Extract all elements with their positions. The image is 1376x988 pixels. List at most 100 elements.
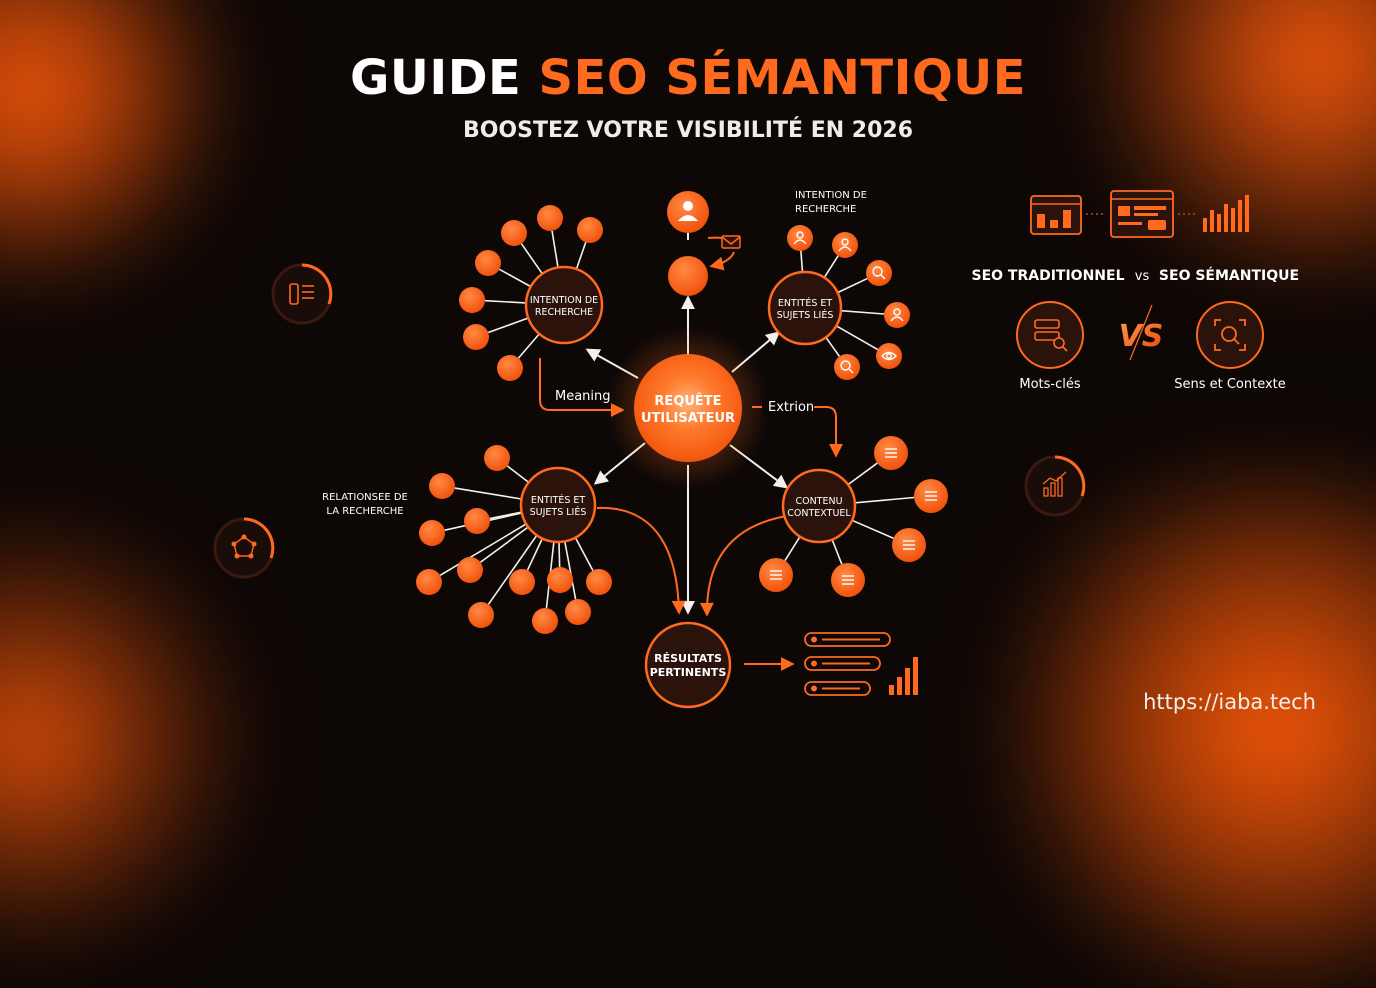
hub-entities-top-line2: SUJETS LIÉS xyxy=(777,309,834,321)
browser-window-icon xyxy=(1110,190,1174,238)
hub-entities-top: ENTITÉS ET SUJETS LIÉS xyxy=(767,270,843,346)
result-row xyxy=(804,681,871,696)
center-node: REQUÊTE UTILISATEUR xyxy=(606,326,770,490)
hub-entities-bottom-line1: ENTITÉS ET xyxy=(531,494,586,506)
spoke-entities-bottom xyxy=(489,511,522,520)
spoke-intent xyxy=(484,299,527,304)
spoke-content xyxy=(851,519,894,539)
satellite-entities-bottom xyxy=(532,608,558,634)
spoke-entities-top xyxy=(840,309,885,315)
document-icon xyxy=(885,448,897,458)
caption-keywords: Mots-clés xyxy=(1019,377,1080,392)
chart-card-icon xyxy=(1030,195,1082,235)
eye-icon xyxy=(881,351,897,361)
satellite-intent xyxy=(577,217,603,243)
user-query-dot xyxy=(668,256,708,296)
spoke-intent xyxy=(575,242,587,270)
keywords-search-icon xyxy=(1016,301,1084,369)
analytics-ring-icon xyxy=(1024,455,1086,517)
spoke-entities-bottom xyxy=(506,465,530,484)
extrion-connector xyxy=(752,406,843,458)
hub-intent-line2: RECHERCHE xyxy=(535,307,593,318)
satellite-entities-bottom xyxy=(429,473,455,499)
document-icon xyxy=(903,540,915,550)
hub-results: RÉSULTATS PERTINENTS xyxy=(644,621,732,709)
intent-top-label-line2: RECHERCHE xyxy=(795,204,856,215)
spoke-entities-top xyxy=(837,277,868,294)
center-line1: REQUÊTE xyxy=(654,393,721,409)
network-ring-icon xyxy=(213,517,275,579)
person-icon xyxy=(890,308,904,322)
entities-to-results-connector xyxy=(596,506,686,615)
search-icon xyxy=(840,360,854,374)
satellite-nodes xyxy=(416,205,948,634)
intent-top-label-line1: INTENTION DE xyxy=(795,190,867,201)
heading-traditional: SEO TRADITIONNEL xyxy=(972,268,1125,284)
hub-intent-line1: INTENTION DE xyxy=(530,295,598,306)
title-accent: SEO SÉMANTIQUE xyxy=(538,50,1027,106)
spoke-entities-top xyxy=(823,255,839,279)
spoke-entities-bottom xyxy=(454,487,522,500)
satellite-entities-bottom xyxy=(416,569,442,595)
center-line2: UTILISATEUR xyxy=(641,411,735,426)
vs-badge: VS xyxy=(1119,319,1164,354)
hub-content-line2: CONTEXTUEL xyxy=(787,508,851,519)
document-icon xyxy=(770,570,782,580)
spoke-intent xyxy=(551,230,559,268)
satellite-entities-bottom xyxy=(464,508,490,534)
spoke-intent xyxy=(498,268,532,288)
spoke-entities-bottom xyxy=(574,537,594,571)
hub-entities-bottom: ENTITÉS ET SUJETS LIÉS xyxy=(519,466,597,544)
satellite-intent xyxy=(537,205,563,231)
satellite-entities-top xyxy=(866,260,892,286)
satellite-intent xyxy=(497,355,523,381)
hub-entities-bottom-line2: SUJETS LIÉS xyxy=(530,506,587,518)
spoke-entities-bottom xyxy=(439,523,527,577)
satellite-entities-bottom xyxy=(586,569,612,595)
extrion-label: Extrion xyxy=(768,400,814,415)
spoke-entities-top xyxy=(835,325,879,351)
satellite-intent xyxy=(501,220,527,246)
spoke-entities-bottom xyxy=(487,534,538,605)
site-url: https://iaba.tech xyxy=(1143,690,1316,714)
satellite-entities-bottom xyxy=(565,599,591,625)
heading-semantic: SEO SÉMANTIQUE xyxy=(1159,267,1299,284)
results-list xyxy=(804,632,891,696)
heading-vs: vs xyxy=(1135,269,1150,284)
spoke-entities-bottom xyxy=(564,541,577,600)
semantic-seo-diagram: INTENTION DE RECHERCHE ENTITÉS ET SUJETS… xyxy=(213,190,1299,709)
spoke-content xyxy=(854,496,915,504)
satellite-entities-top xyxy=(834,354,860,380)
mail-curve-bottom xyxy=(709,251,735,271)
hub-intent: INTENTION DE RECHERCHE xyxy=(524,265,604,345)
spoke-intent xyxy=(487,317,529,334)
hub-content: CONTENU CONTEXTUEL xyxy=(781,468,857,544)
satellite-entities-bottom xyxy=(484,445,510,471)
page-subtitle: BOOSTEZ VOTRE VISIBILITÉ EN 2026 xyxy=(462,118,914,143)
comparison-illustrations: SEO TRADITIONNEL vs SEO SÉMANTIQUE VS Mo… xyxy=(972,190,1299,392)
satellite-intent xyxy=(463,324,489,350)
result-row xyxy=(804,656,881,671)
document-icon xyxy=(842,575,854,585)
spoke-content xyxy=(831,539,843,565)
satellite-entities-bottom xyxy=(457,557,483,583)
satellite-entities-bottom xyxy=(468,602,494,628)
context-scan-icon xyxy=(1196,301,1264,369)
spoke-intent xyxy=(517,333,540,359)
bar-chart-icon xyxy=(889,657,918,695)
spoke-entities-top xyxy=(825,336,841,357)
satellite-entities-bottom xyxy=(547,567,573,593)
content-to-results-connector xyxy=(699,515,788,617)
result-row xyxy=(804,632,891,647)
growth-bars-icon xyxy=(1203,195,1249,232)
meaning-connector xyxy=(539,358,625,417)
meaning-label: Meaning xyxy=(555,389,611,404)
satellite-entities-bottom xyxy=(509,569,535,595)
document-ring-icon xyxy=(271,263,333,325)
mail-icon xyxy=(721,235,741,249)
caption-context: Sens et Contexte xyxy=(1174,377,1286,392)
document-icon xyxy=(925,491,937,501)
spoke-intent xyxy=(520,243,543,275)
spoke-entities-top xyxy=(800,250,804,273)
relations-label-line2: LA RECHERCHE xyxy=(326,506,403,517)
